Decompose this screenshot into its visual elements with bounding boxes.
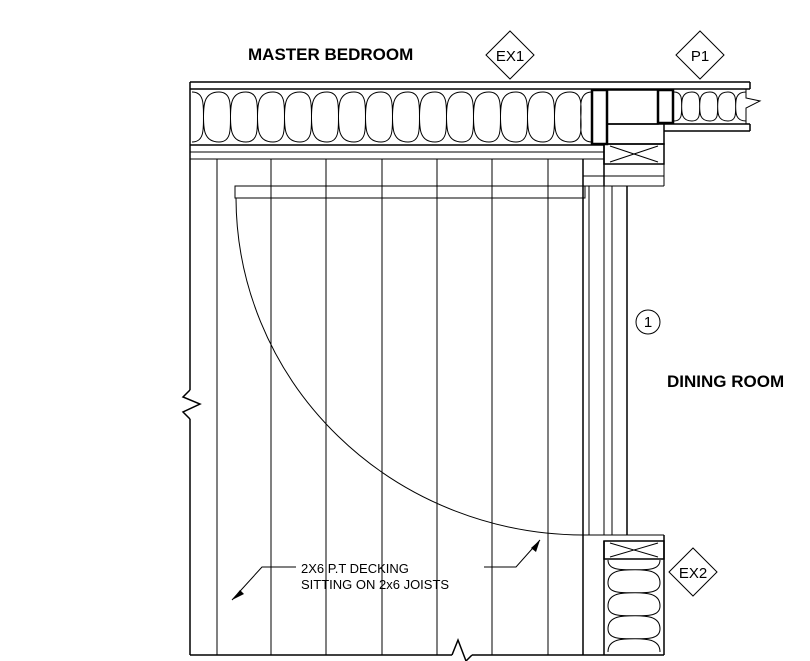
tag-ex1-text: EX1 [496, 48, 524, 65]
door-number-text: 1 [644, 314, 652, 331]
tag-p1-text: P1 [691, 48, 709, 65]
door-number-tag: 1 [635, 309, 661, 335]
room-label-dining-room: DINING ROOM [667, 372, 784, 391]
tag-ex2: EX2 [668, 547, 718, 597]
door-jamb-wall [582, 131, 665, 655]
decking-boards [216, 159, 549, 655]
break-line-right [745, 89, 762, 124]
note-leaders [231, 539, 541, 601]
insulation-batts-top [191, 91, 747, 143]
tag-ex1: EX1 [485, 30, 535, 80]
insulation-batts-lower [607, 559, 661, 653]
room-label-master-bedroom: MASTER BEDROOM [248, 45, 413, 64]
tag-ex2-text: EX2 [679, 565, 707, 582]
blocking-crosses [609, 145, 659, 558]
tag-p1: P1 [675, 30, 725, 80]
door-swing-arc [235, 197, 584, 536]
decking-note-line2: SITTING ON 2x6 JOISTS [301, 577, 449, 592]
deck-header-beam [234, 185, 586, 199]
left-wall [181, 82, 202, 655]
bottom-edge [190, 637, 664, 661]
decking-note-line1: 2X6 P.T DECKING [301, 561, 409, 576]
wall-studs [590, 88, 675, 146]
top-exterior-wall [190, 81, 751, 160]
